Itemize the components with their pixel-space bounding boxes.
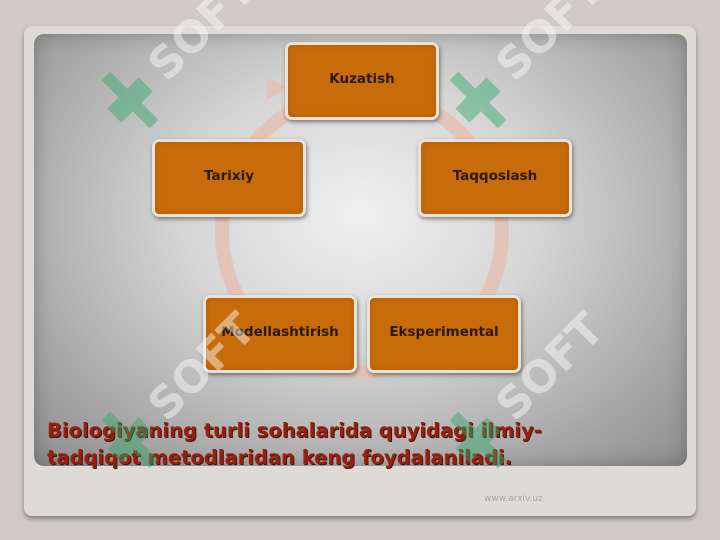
- caption-line-1: Biologiyaning turli sohalarida quyidagi …: [47, 419, 542, 442]
- node-label: Kuzatish: [329, 71, 395, 87]
- node-kuzatish: Kuzatish: [285, 42, 439, 120]
- slide-caption: Biologiyaning turli sohalarida quyidagi …: [47, 417, 687, 471]
- node-eksperimental: Eksperimental: [367, 295, 521, 373]
- node-tarixiy: Tarixiy: [152, 139, 306, 217]
- node-label: Taqqoslash: [452, 168, 538, 184]
- node-label: Eksperimental: [389, 324, 499, 340]
- node-label: Modellashtirish: [221, 324, 339, 340]
- caption-line-2: tadqiqot metodlaridan keng foydalaniladi…: [47, 446, 513, 469]
- node-label: Tarixiy: [204, 168, 254, 184]
- footer-url: www.arxiv.uz: [484, 494, 543, 504]
- node-taqqoslash: Taqqoslash: [418, 139, 572, 217]
- node-modellashtirish: Modellashtirish: [203, 295, 357, 373]
- cycle-arrowhead: [266, 78, 288, 100]
